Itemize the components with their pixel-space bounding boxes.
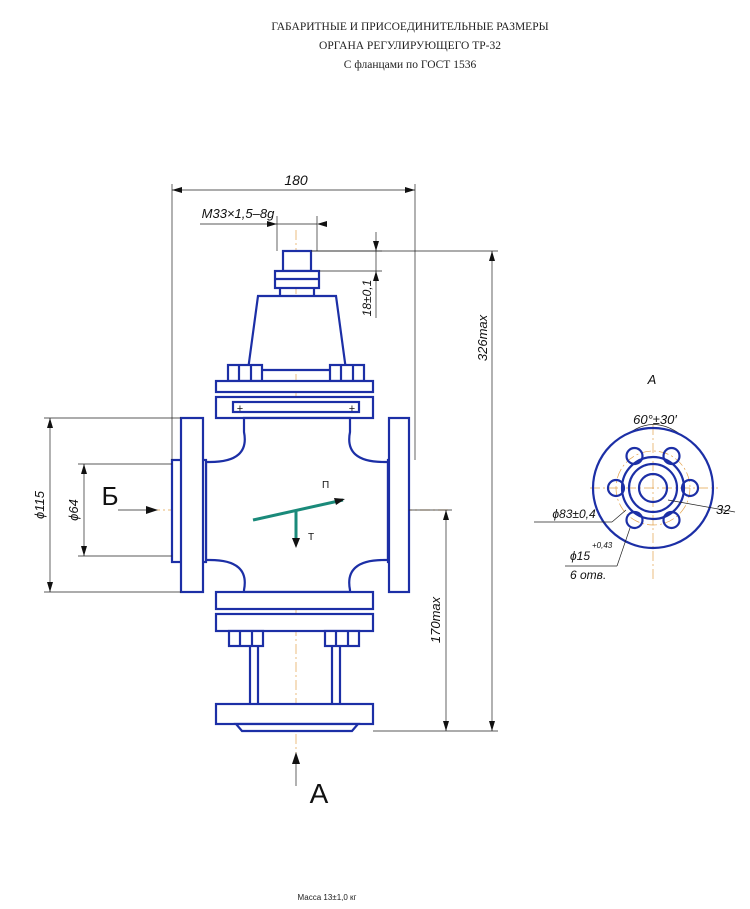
left-flange: [179, 416, 205, 594]
view-a-hole-tolerance: +0,43: [592, 541, 613, 550]
lower-flange-2: [214, 612, 375, 633]
view-label-a: А: [310, 778, 329, 809]
bottom-plate: [214, 702, 375, 726]
flow-label-p: П: [322, 480, 329, 491]
view-label-b: Б: [101, 481, 118, 511]
top-fitting: [273, 249, 321, 296]
lower-flange-1: [214, 590, 375, 611]
view-a-hub: [620, 455, 686, 521]
dim-height-max: 326max: [475, 314, 490, 361]
bottom-cap: [233, 722, 361, 733]
bonnet: [246, 294, 348, 372]
lower-bolts: [227, 629, 361, 648]
dimensions: 180 М33×1,5–8g 18±0,1 326max 170max: [32, 172, 498, 809]
view-a-bolt-circle: ϕ83±0,4: [552, 507, 596, 521]
dim-width-total: 180: [284, 172, 308, 188]
svg-text:+: +: [237, 403, 243, 415]
title-line-2: ОРГАНА РЕГУЛИРУЮЩЕГО ТР-32: [319, 40, 501, 52]
view-a-bolt-holes: [606, 446, 700, 530]
view-a-flange: [591, 426, 715, 550]
title-line-3: С фланцами по ГОСТ 1536: [344, 59, 477, 71]
dim-top-height: 18±0,1: [360, 280, 374, 317]
flow-label-t: Т: [308, 532, 314, 543]
view-a-bore: [637, 472, 669, 504]
view-a-hole-count: 6 отв.: [570, 568, 606, 582]
view-a-title: А: [647, 372, 657, 387]
flow-indicator: П Т: [252, 480, 345, 548]
dim-lower-height: 170max: [428, 596, 443, 643]
dim-flange-diameter: ϕ115: [32, 490, 47, 519]
upper-flange-1: [214, 379, 375, 394]
dim-thread: М33×1,5–8g: [202, 206, 275, 221]
title-line-1: ГАБАРИТНЫЕ И ПРИСОЕДИНИТЕЛЬНЫЕ РАЗМЕРЫ: [271, 21, 548, 33]
valve-body: [204, 416, 390, 594]
upper-bolts: [226, 363, 366, 383]
svg-text:+: +: [349, 403, 355, 415]
mass-note: Масса 13±1,0 кг: [298, 893, 357, 902]
view-a-detail: А 60°±30′ ϕ83±0,4 ϕ15 +0,43 6 от: [534, 372, 736, 582]
upper-flange-slot: [231, 400, 361, 414]
view-a-inner: [627, 462, 679, 514]
view-a-bore-size: 32: [716, 502, 731, 517]
view-a-hole-diameter: ϕ15: [570, 549, 590, 563]
main-view: + +: [150, 230, 450, 755]
view-a-angle: 60°±30′: [633, 412, 677, 427]
dim-bore-diameter: ϕ64: [66, 499, 81, 521]
right-flange: [387, 416, 411, 594]
